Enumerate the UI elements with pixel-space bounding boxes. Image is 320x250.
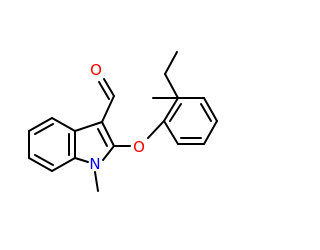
oxygen-carbonyl-label: O — [90, 61, 102, 79]
bond-benzo-inner-2 — [34, 154, 54, 166]
bond-c3-c2-double — [97, 128, 108, 147]
bond-c3a-c3 — [74, 121, 103, 132]
bond-aryl-3 — [203, 97, 218, 122]
bond-aryl-4 — [203, 120, 218, 145]
bond-aryl-1 — [163, 97, 179, 122]
bond-benzo-1 — [28, 117, 53, 132]
bond-c2-n1 — [102, 145, 115, 161]
molecule-drawing: O O N — [28, 51, 218, 192]
bond-aryl-6 — [163, 120, 179, 145]
structure-canvas: O O N — [28, 51, 218, 192]
bond-n1-c7a — [74, 157, 89, 163]
bond-benzo-4 — [51, 157, 76, 172]
bond-benzo-3 — [28, 157, 53, 172]
bond-meta-methyl — [164, 73, 179, 99]
bond-aryl-inner-2 — [200, 103, 212, 122]
bond-cho-o-double — [98, 81, 110, 100]
bond-o-aryl — [147, 120, 165, 139]
bond-c3-c2 — [101, 121, 115, 147]
bond-aryl-inner-1 — [169, 103, 182, 122]
nitrogen-label: N — [89, 155, 100, 173]
bond-meta-methyl-tip — [164, 51, 178, 75]
oxygen-ether-label: O — [133, 138, 145, 156]
bond-benzo-inner-1 — [34, 123, 54, 135]
bond-benzo-6 — [51, 117, 76, 132]
bond-c3-cho — [101, 95, 115, 123]
bond-n-methyl — [94, 171, 99, 192]
bond-cho-o — [103, 78, 115, 97]
